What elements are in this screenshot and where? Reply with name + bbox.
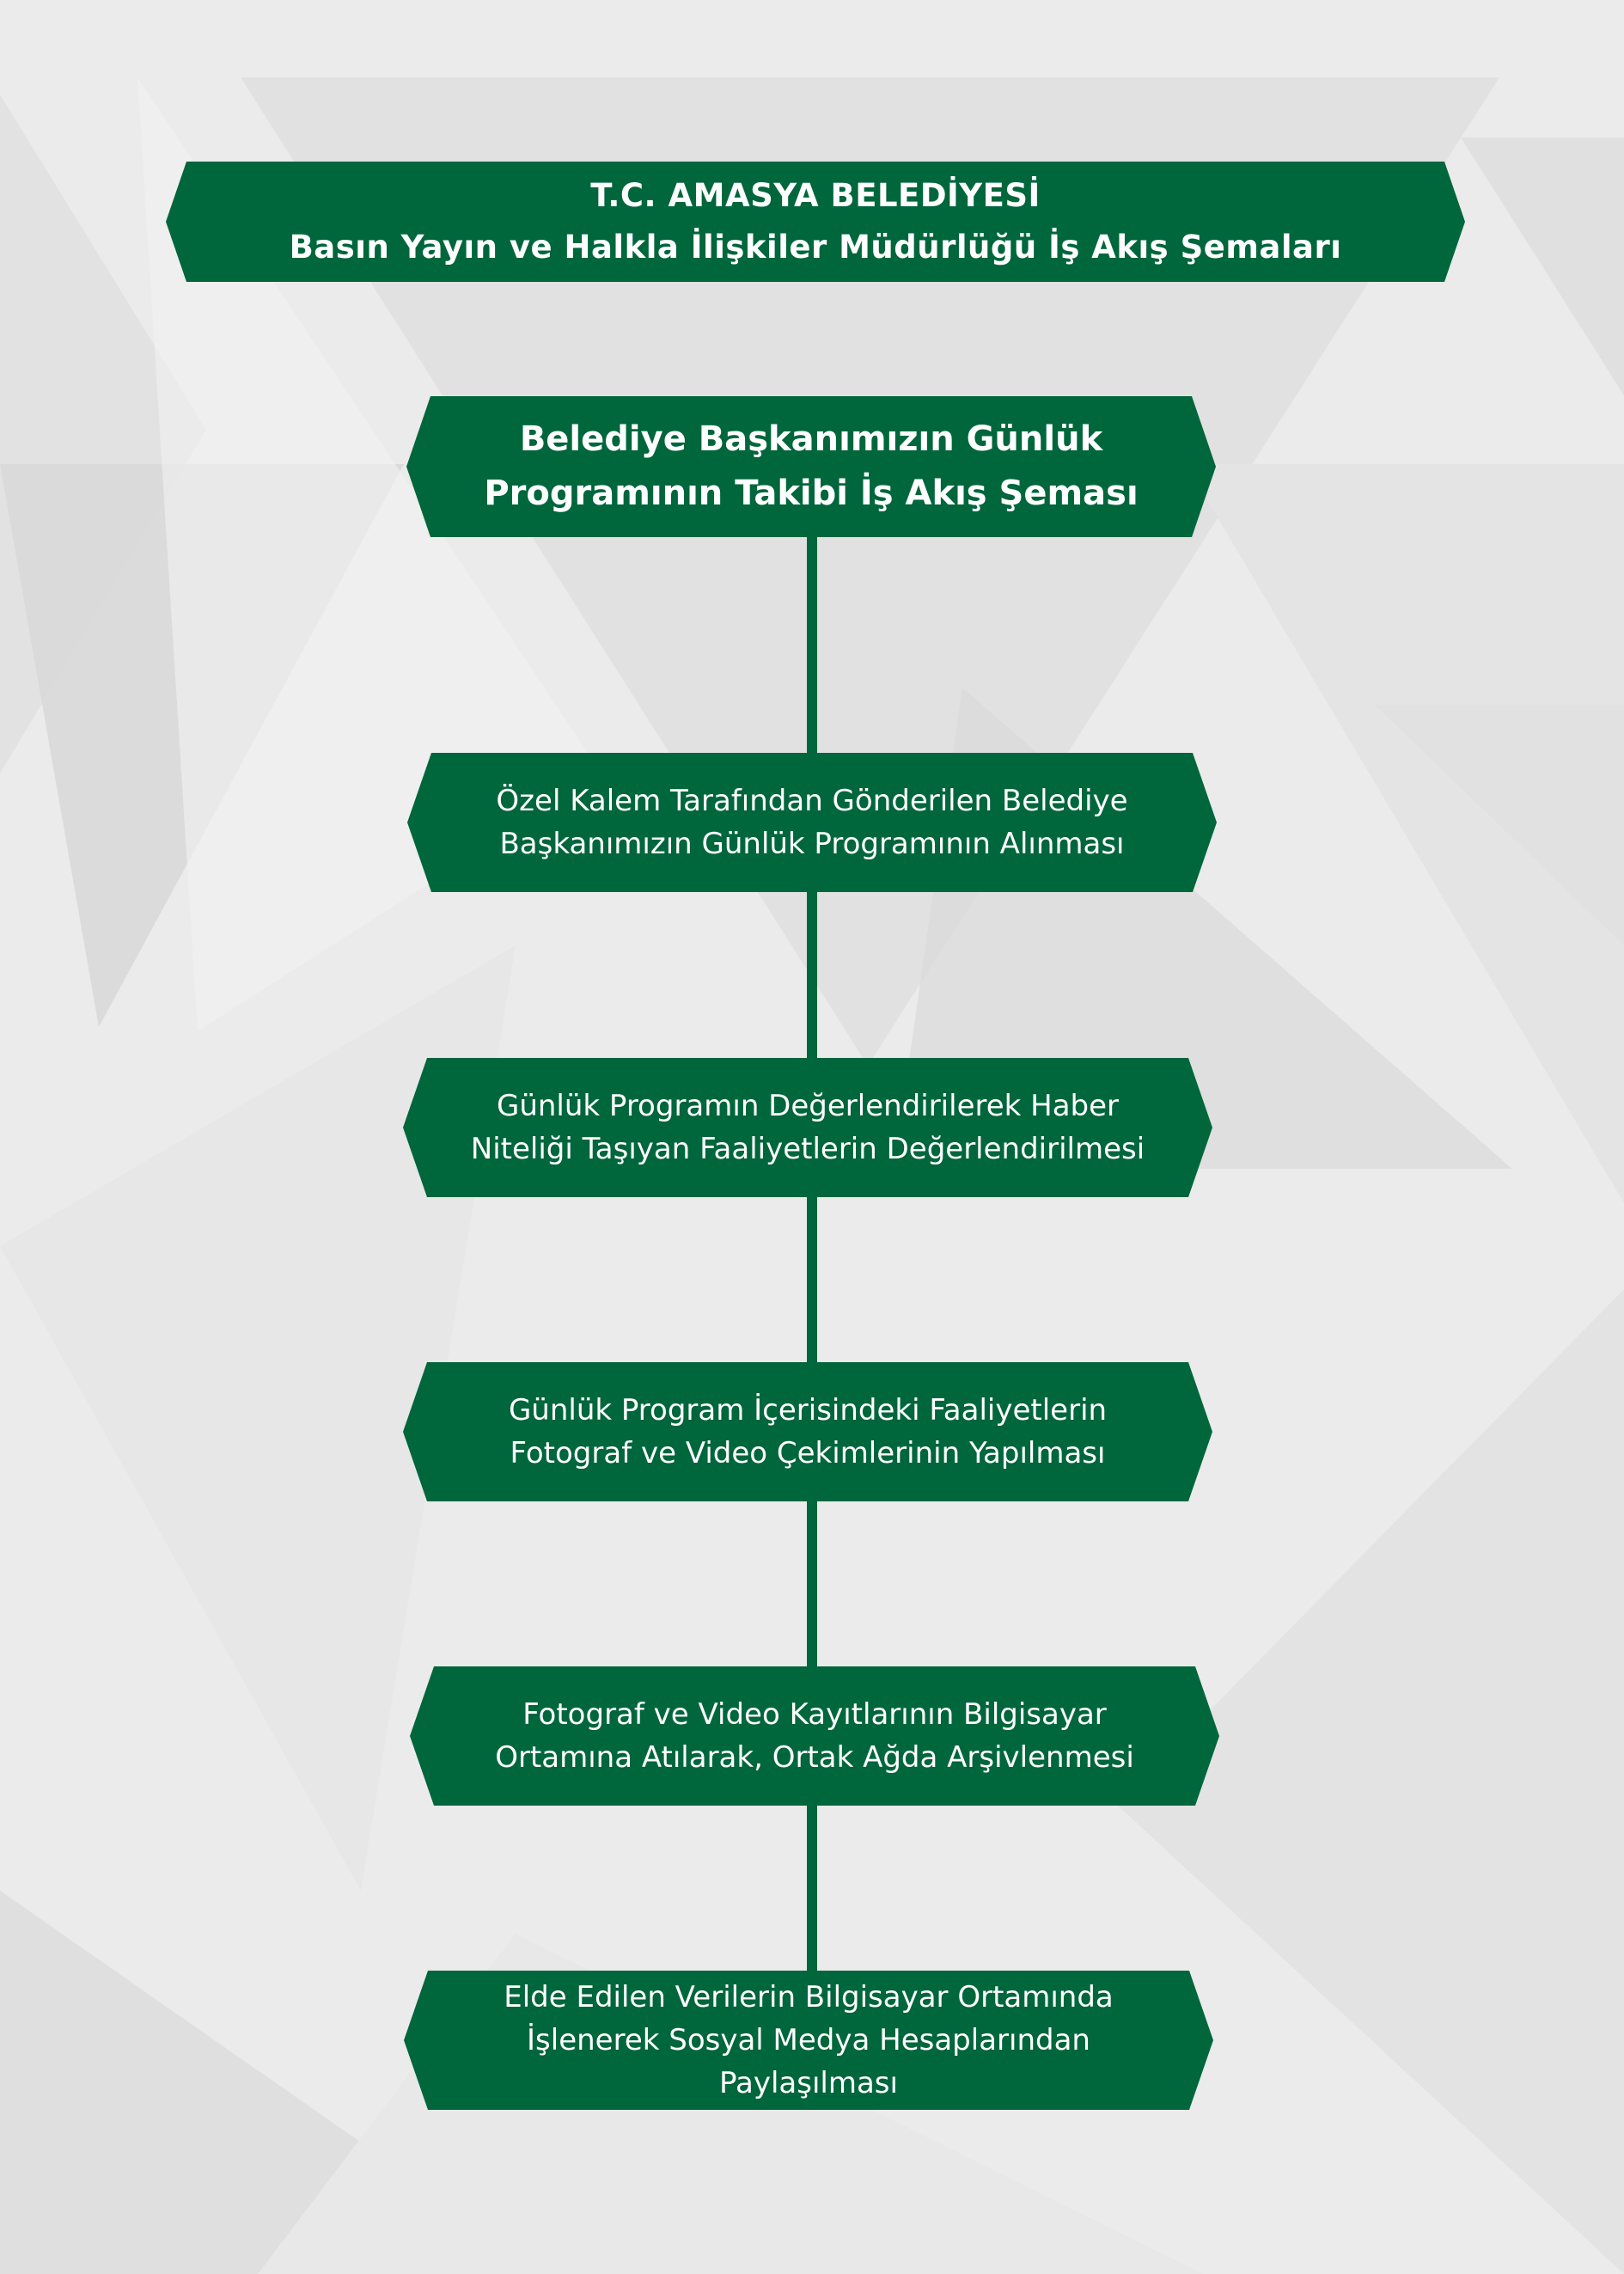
flow-step-text: Özel Kalem Tarafından Gönderilen Belediy… — [496, 784, 1128, 861]
flow-step-text: Günlük Program İçerisindeki Faaliyetleri… — [508, 1393, 1108, 1470]
header-banner: T.C. AMASYA BELEDİYESİ Basın Yayın ve Ha… — [166, 162, 1465, 282]
flow-step-4: Fotograf ve Video Kayıtlarının Bilgisaya… — [410, 1666, 1219, 1806]
header-subtitle: Basın Yayın ve Halkla İlişkiler Müdürlüğ… — [289, 229, 1342, 266]
flow-connector — [807, 891, 817, 1060]
flow-connector — [807, 1501, 817, 1668]
flow-step-text: Günlük Programın Değerlendirilerek Haber… — [470, 1089, 1145, 1166]
flow-step-text: Elde Edilen Verilerin Bilgisayar Ortamın… — [504, 1980, 1114, 2100]
flow-step-2: Günlük Programın Değerlendirilerek Haber… — [403, 1058, 1212, 1197]
flow-title: Belediye Başkanımızın Günlük Programının… — [484, 419, 1139, 513]
flow-connector — [807, 1806, 817, 1972]
flow-connector — [807, 537, 817, 754]
flow-step-5: Elde Edilen Verilerin Bilgisayar Ortamın… — [404, 1971, 1213, 2110]
flow-step-1: Özel Kalem Tarafından Gönderilen Belediy… — [407, 753, 1217, 892]
header-title: T.C. AMASYA BELEDİYESİ — [590, 177, 1041, 214]
flow-title-box: Belediye Başkanımızın Günlük Programının… — [406, 396, 1216, 537]
flow-connector — [807, 1197, 817, 1363]
flow-step-3: Günlük Program İçerisindeki Faaliyetleri… — [403, 1362, 1212, 1501]
flow-step-text: Fotograf ve Video Kayıtlarının Bilgisaya… — [495, 1697, 1134, 1775]
